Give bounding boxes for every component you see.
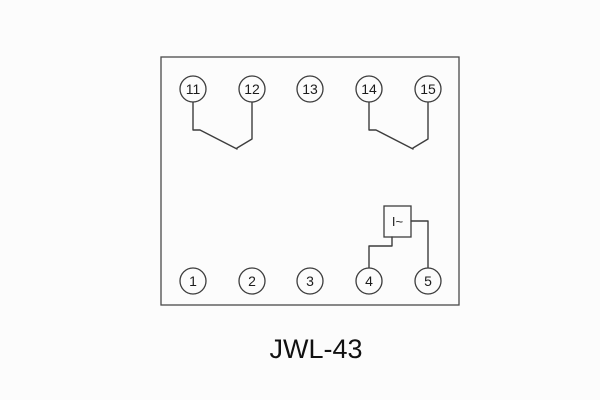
- diagram-title: JWL-43: [269, 334, 362, 364]
- contact-lead-15: [412, 101, 429, 149]
- terminal-5-label: 5: [424, 273, 432, 289]
- terminal-3-label: 3: [306, 273, 314, 289]
- terminal-4-label: 4: [365, 273, 373, 289]
- terminal-14-label: 14: [361, 81, 377, 97]
- terminal-12-label: 12: [244, 81, 260, 97]
- terminal-4-circle: [355, 267, 383, 295]
- terminal-13-label: 13: [302, 81, 318, 97]
- terminal-15-label: 15: [420, 81, 436, 97]
- current-coil-box: [383, 205, 412, 238]
- coil-lead-terminal-5: [410, 220, 429, 269]
- terminal-1-label: 1: [189, 273, 197, 289]
- relay-outline: [160, 56, 460, 306]
- terminal-11-label: 11: [186, 81, 201, 97]
- contact-blade-11-12: [192, 101, 238, 150]
- terminal-1-circle: [179, 267, 207, 295]
- terminal-3-circle: [296, 267, 324, 295]
- terminal-15-circle: [414, 75, 442, 103]
- coil-lead-terminal-4: [368, 236, 393, 269]
- terminal-12-circle: [238, 75, 266, 103]
- contact-lead-12: [236, 101, 253, 149]
- current-coil-label: I~: [392, 214, 404, 229]
- terminal-13-circle: [296, 75, 324, 103]
- terminal-11-circle: [179, 75, 207, 103]
- terminal-5-circle: [414, 267, 442, 295]
- terminal-14-circle: [355, 75, 383, 103]
- contact-blade-14-15: [368, 101, 414, 150]
- terminal-2-label: 2: [248, 273, 256, 289]
- terminal-2-circle: [238, 267, 266, 295]
